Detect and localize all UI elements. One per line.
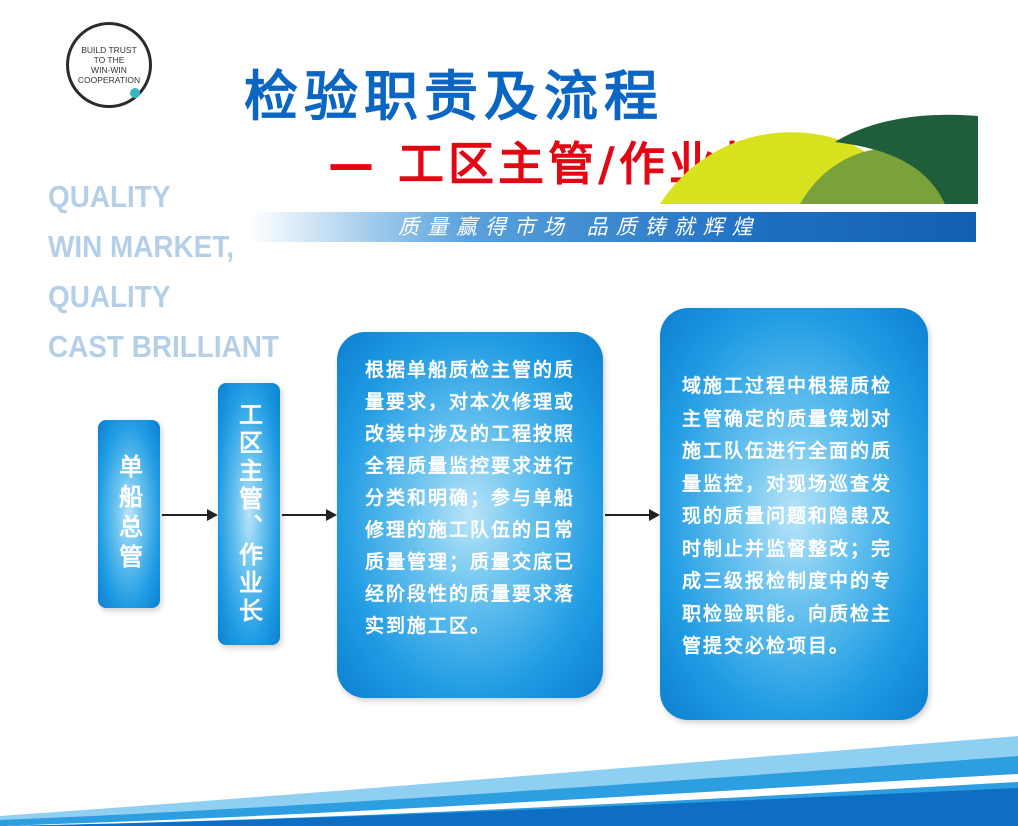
wave-dark [0, 788, 1018, 826]
logo-line: TO THE [93, 55, 125, 65]
logo-line: BUILD TRUST [81, 45, 137, 55]
logo-line: COOPERATION [77, 75, 141, 85]
flow-arrow-1 [162, 509, 218, 521]
logo-accent-dot [130, 88, 140, 98]
hill-green [835, 114, 978, 204]
watermark-line: CAST BRILLIANT [48, 329, 279, 364]
page-title: 检验职责及流程 [244, 65, 664, 128]
flow-step-ship-manager: 单船总管 [98, 420, 160, 608]
flow-step-duties-part1: 根据单船质检主管的质量要求，对本次修理或改装中涉及的工程按照全程质量监控要求进行… [337, 332, 603, 698]
decorative-bottom-waves [0, 736, 1018, 826]
watermark-line: WIN MARKET, [48, 229, 234, 264]
flow-step-zone-supervisor: 工区主管、作业长 [218, 383, 280, 645]
flow-step-label: 单船总管 [114, 454, 143, 574]
flow-step-label: 工区主管、作业长 [234, 402, 263, 626]
decorative-hills [660, 114, 978, 204]
english-watermark: QUALITY WIN MARKET, QUALITY CAST BRILLIA… [48, 172, 305, 372]
watermark-line: QUALITY [48, 279, 171, 314]
flow-arrow-3 [605, 509, 660, 521]
slogan-band [250, 212, 976, 242]
watermark-line: QUALITY [48, 179, 171, 214]
slogan-text: 质量赢得市场 品质铸就辉煌 [398, 215, 761, 239]
flow-arrow-2 [282, 509, 337, 521]
company-logo-badge: BUILD TRUST TO THE WIN-WIN COOPERATION [66, 22, 152, 108]
logo-line: WIN-WIN [91, 65, 127, 75]
flow-step-duties-part2: 域施工过程中根据质检主管确定的质量策划对施工队伍进行全面的质量监控，对现场巡查发… [660, 308, 928, 720]
